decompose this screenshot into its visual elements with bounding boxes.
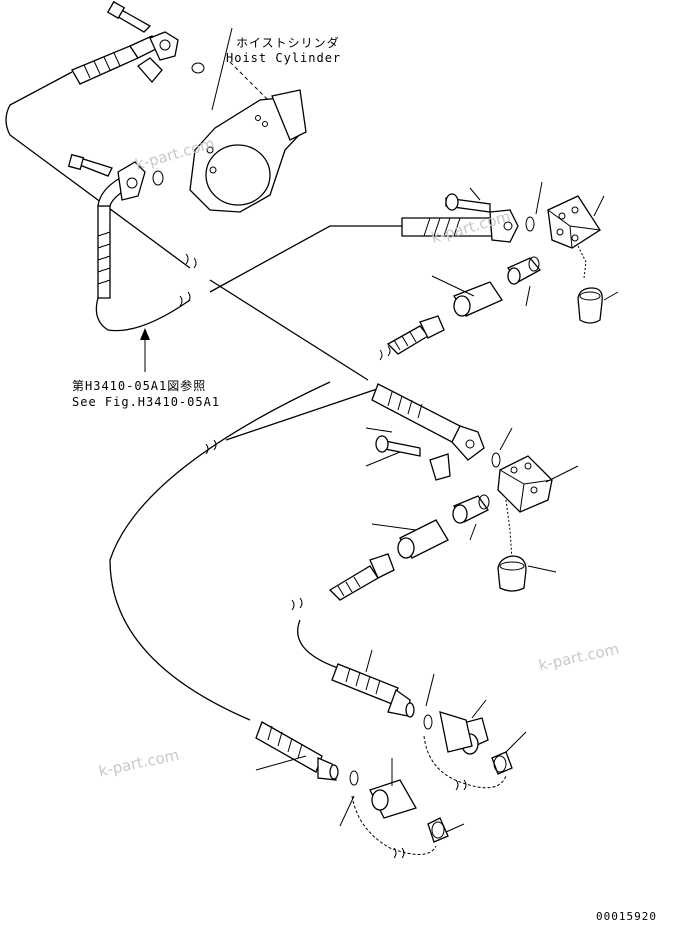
pipe-middle	[109, 381, 331, 721]
hoist-dashed-leader	[229, 61, 269, 101]
drawing-code: 00015920	[596, 910, 657, 923]
middle-nipple	[328, 553, 395, 601]
pipe-hose-2-cont	[209, 225, 402, 293]
reference-arrow-head	[140, 328, 150, 340]
pipe-hose-2	[95, 297, 191, 332]
hoist-cylinder-label-en: Hoist Cylinder	[226, 51, 342, 65]
middle-bolt	[375, 435, 451, 481]
middle-valve-block	[497, 455, 553, 592]
hoist-cylinder-label-jp: ホイストシリンダ	[236, 36, 340, 50]
hose-top-left-1	[71, 0, 205, 85]
bottom-hose	[255, 721, 359, 786]
middle-coupler	[397, 494, 490, 559]
leader-lines	[255, 181, 619, 833]
pipe-hose-1-cont	[209, 279, 369, 381]
upper-right-hose	[401, 193, 535, 243]
chain-bottom	[351, 795, 437, 855]
hose-vertical	[67, 153, 164, 299]
hoist-leader	[211, 27, 233, 111]
middle-hose	[371, 383, 501, 468]
break-marks	[179, 253, 467, 859]
bottom-coupler	[369, 779, 449, 843]
pipe-lower	[297, 619, 339, 669]
lower-hose	[331, 663, 433, 730]
pipe-hose-1	[5, 71, 191, 269]
pipe-middle-2	[225, 387, 381, 441]
reference-label-en: See Fig.H3410-05A1	[72, 395, 221, 409]
upper-coupler	[453, 256, 542, 317]
hoist-cylinder	[189, 89, 307, 213]
upper-nipple	[386, 315, 445, 355]
upper-valve-block	[547, 195, 603, 324]
lower-coupler	[439, 711, 513, 775]
chain-lower	[423, 735, 507, 789]
reference-label-jp: 第H3410-05A1図参照	[72, 379, 207, 393]
